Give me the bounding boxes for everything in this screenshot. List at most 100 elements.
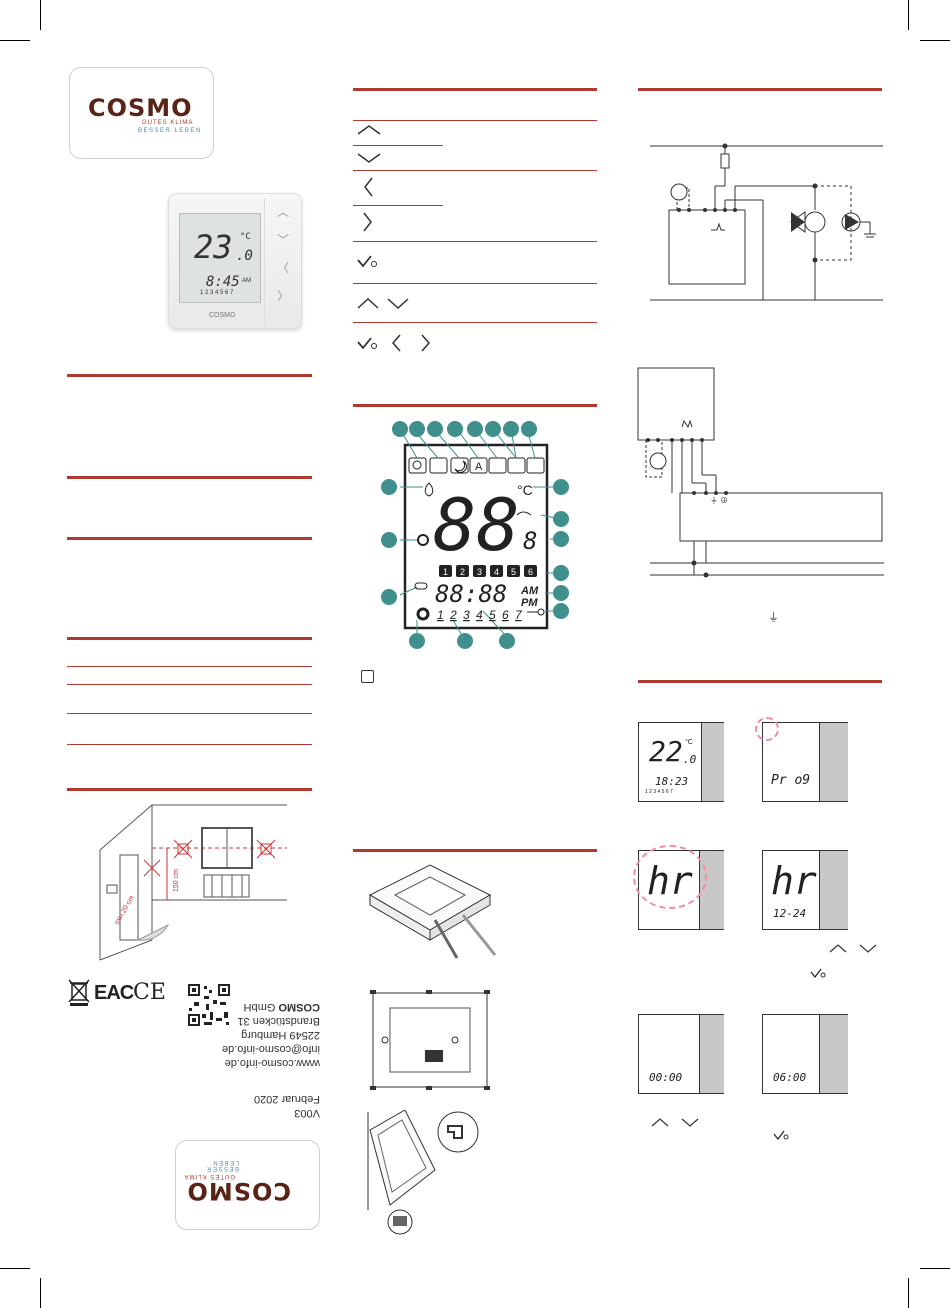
day-number: 7	[515, 608, 523, 622]
mounting-side-illustration	[367, 1110, 479, 1235]
step1-keystrip	[701, 723, 724, 801]
key-right-icon	[363, 212, 372, 232]
lcd-pm: PM	[521, 597, 538, 609]
key-down-icon: ﹀	[276, 233, 289, 247]
placement-illustration: 150 cm min 20 cm	[99, 804, 287, 961]
key-left-icon	[364, 177, 373, 197]
table-rule	[353, 322, 597, 323]
date: Februar 2020	[253, 1093, 320, 1105]
step1-unit: °C	[685, 739, 693, 746]
step1-clock: 18:23	[655, 775, 689, 788]
qr-code	[186, 982, 232, 1028]
screen-decimal: .0	[236, 248, 253, 264]
crop-mark	[0, 1268, 30, 1269]
version: V003	[294, 1107, 320, 1119]
svg-text:A: A	[475, 461, 483, 473]
section-divider	[67, 476, 312, 479]
key-ok-icon	[773, 1130, 789, 1140]
table-rule	[353, 283, 597, 284]
crop-mark	[908, 0, 909, 30]
wiring-diagram-module: ⏚ ⊕ ⏚	[637, 367, 884, 624]
flash-icon	[633, 845, 707, 909]
key-ok-icon	[810, 968, 826, 978]
table-rule	[67, 744, 312, 745]
brand-logo: COSMO	[88, 94, 193, 122]
program-slot-label: 1	[443, 567, 448, 577]
crop-mark	[40, 0, 41, 30]
brand-tagline: BESSER LEBEN	[138, 128, 202, 134]
program-slot	[473, 565, 486, 577]
screen-days: 1 2 3 4 5 6 7	[200, 290, 234, 296]
eac-mark-icon: EAC	[94, 982, 134, 1004]
device-brand: COSMO	[209, 312, 236, 319]
table-rule	[353, 145, 443, 146]
day-number: 4	[476, 608, 483, 622]
settings-icon	[416, 607, 430, 621]
section-divider	[67, 637, 312, 640]
svg-text:⏚: ⏚	[768, 611, 779, 624]
lcd-time: 88:88	[435, 580, 507, 608]
city: 22549 Hamburg	[241, 1029, 320, 1041]
table-rule	[353, 170, 597, 171]
thermostat-photo: 23 .0 °C 8:45 AM 1 2 3 4 5 6 7 ︿ ﹀ 〈 〉 C…	[168, 193, 302, 329]
program-slot-label: 5	[511, 567, 516, 577]
weee-bin-icon	[68, 978, 90, 1006]
step-6-panel: 06:00	[762, 1014, 848, 1094]
table-rule	[353, 205, 443, 206]
key-ok-icon	[357, 255, 377, 268]
table-rule	[67, 666, 312, 667]
section-divider	[353, 88, 597, 91]
key-up-icon	[357, 125, 381, 135]
step1-days: 1 2 3 4 5 6 7	[645, 789, 673, 795]
crop-mark	[920, 40, 950, 41]
table-rule	[67, 684, 312, 685]
step-1-panel: 22 .0 °C 18:23 1 2 3 4 5 6 7	[638, 722, 724, 802]
key-up-down-icon	[651, 1118, 699, 1127]
step-4-panel: hr 12-24	[762, 850, 848, 930]
lcd-am: AM	[520, 585, 539, 597]
day-number: 5	[489, 608, 496, 622]
open-device-illustration	[368, 864, 497, 959]
day-number: 2	[449, 608, 457, 622]
wiring-diagram-heating	[650, 143, 883, 301]
key-lock-icon	[527, 608, 545, 616]
step2-keystrip	[819, 723, 848, 801]
section-divider	[638, 680, 882, 683]
program-slot-label: 4	[494, 567, 499, 577]
thermostat-screen: 23 .0 °C 8:45 AM 1 2 3 4 5 6 7	[179, 213, 261, 303]
screen-am: AM	[242, 278, 251, 284]
lcd-big-digits: 88	[433, 483, 520, 567]
distance-label: min 20 cm	[114, 894, 136, 926]
step4-keystrip	[819, 851, 848, 929]
key-up-down-icon	[357, 297, 409, 310]
section-divider	[353, 849, 597, 852]
step4-sub: 12-24	[773, 907, 807, 920]
section-divider	[353, 404, 597, 407]
brand-logo-card: COSMO GUTES KLIMA BESSER LEBEN	[69, 67, 214, 159]
step1-decimal: .0	[683, 753, 697, 766]
backplate-illustration	[370, 990, 490, 1090]
sensor-icon	[414, 582, 428, 590]
step5-time: 00:00	[649, 1071, 683, 1084]
program-slot	[439, 565, 452, 577]
day-number: 6	[502, 608, 509, 622]
email: info@cosmo-info.de	[222, 1043, 320, 1055]
key-down-icon	[357, 153, 381, 163]
brand-logo: COSMO	[186, 1177, 291, 1205]
brand-logo-card-rotated: COSMO GUTES KLIMA BESSER LEBEN	[175, 1140, 320, 1230]
key-ok-left-right-icon	[357, 334, 430, 352]
lcd-unit: °C	[517, 482, 533, 498]
screen-clock: 8:45	[206, 274, 240, 290]
company: COSMO GmbH	[243, 1001, 320, 1013]
gear-icon	[417, 534, 429, 546]
table-rule	[353, 120, 597, 121]
thermostat-key-strip: ︿ ﹀ 〈 〉	[264, 198, 301, 324]
program-slot-label: 3	[477, 567, 482, 577]
ce-mark-icon: CE	[133, 980, 166, 1005]
step-3-panel: hr	[633, 845, 724, 930]
key-up-icon: ︿	[276, 205, 289, 219]
website: www.cosmo-info.de	[224, 1057, 320, 1069]
day-number: 3	[463, 608, 470, 622]
table-rule	[67, 713, 312, 714]
svg-text:⏚ ⊕: ⏚ ⊕	[710, 496, 728, 505]
